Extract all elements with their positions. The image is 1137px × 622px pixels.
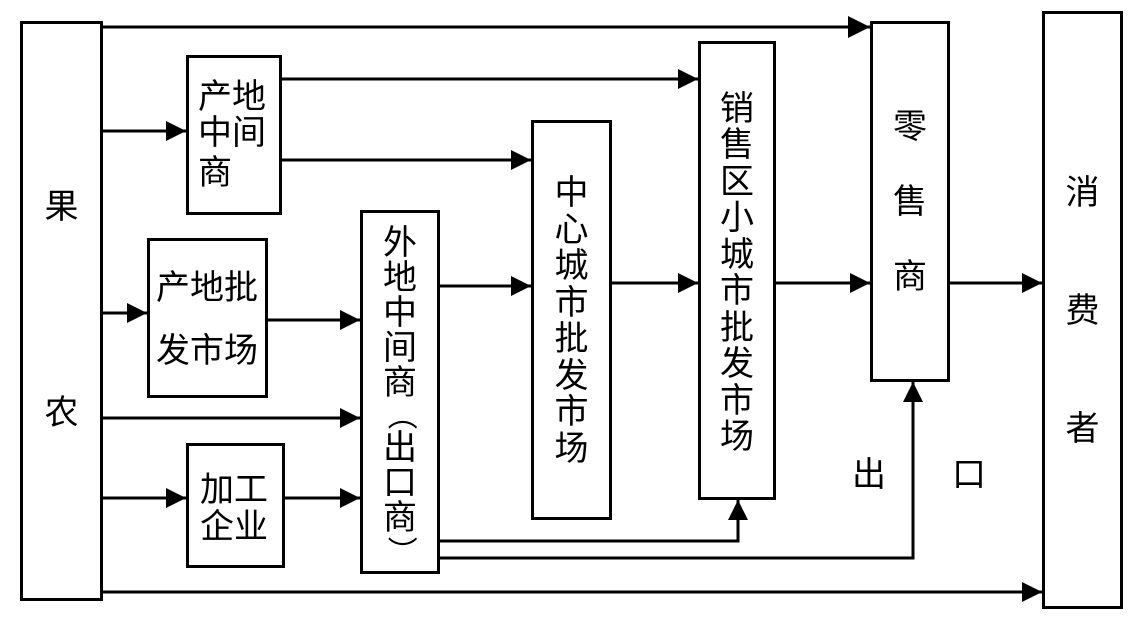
- node-nonlocal-middleman-char-10: ）: [383, 535, 418, 566]
- node-origin-middleman-line3: 商: [198, 153, 232, 193]
- node-consumer: [1042, 11, 1123, 609]
- node-sales-wholesale-char-1: 销: [720, 89, 754, 129]
- node-sales-wholesale-char-3: 区: [720, 161, 754, 202]
- node-nonlocal-middleman: [360, 210, 440, 574]
- node-processing-line2: 企业: [200, 507, 268, 547]
- node-fruit-grower: [20, 21, 103, 601]
- node-origin-middleman-line1: 产地: [198, 77, 266, 117]
- node-nonlocal-middleman-char-7: 出: [383, 428, 417, 469]
- node-retailer: [870, 21, 950, 382]
- node-sales-wholesale-char-6: 市: [720, 271, 754, 312]
- node-sales-wholesale-char-4: 小: [720, 198, 754, 239]
- export-label-1: 出: [852, 455, 886, 495]
- node-nonlocal-middleman-char-4: 间: [383, 327, 417, 368]
- node-consumer-char-3: 者: [1065, 409, 1100, 449]
- node-processing: [186, 443, 285, 568]
- node-sales-wholesale-label: 销售区小城市批发市场: [698, 92, 776, 454]
- node-consumer-char-2: 费: [1065, 291, 1100, 331]
- node-central-wholesale-char-7: 市: [554, 392, 589, 433]
- node-origin-wholesale-line2: 发市场: [156, 331, 258, 371]
- node-origin-wholesale: [147, 238, 268, 398]
- node-fruit-grower-char-2: 农: [44, 393, 79, 433]
- node-origin-middleman: [186, 55, 282, 215]
- node-retailer-char-1: 零: [893, 107, 927, 147]
- node-consumer-char-1: 消: [1065, 173, 1100, 213]
- node-fruit-grower-label: 果 农: [20, 190, 103, 430]
- node-central-wholesale-char-3: 城: [554, 246, 589, 287]
- node-central-wholesale-char-1: 中: [554, 173, 589, 213]
- arrow-nonlocal-sales-bottom: [440, 500, 748, 543]
- node-central-wholesale: [531, 120, 612, 520]
- node-retailer-label: 零售商: [870, 110, 950, 294]
- node-sales-wholesale-char-9: 市: [720, 380, 754, 421]
- node-nonlocal-middleman-char-9: 商: [383, 498, 417, 538]
- node-sales-wholesale: [698, 41, 776, 500]
- node-central-wholesale-char-4: 市: [554, 282, 589, 323]
- node-sales-wholesale-char-10: 场: [720, 416, 754, 457]
- node-retailer-char-3: 商: [893, 257, 927, 297]
- node-central-wholesale-char-6: 发: [554, 355, 589, 396]
- arrow-nonlocal-retailer-export: [440, 382, 923, 560]
- node-central-wholesale-label: 中心城市批发市场: [531, 176, 612, 466]
- node-nonlocal-middleman-char-5: 商: [383, 362, 417, 403]
- node-origin-wholesale-line1: 产地批: [156, 268, 258, 308]
- node-sales-wholesale-char-2: 售: [720, 125, 754, 166]
- node-nonlocal-middleman-char-8: 口: [383, 463, 417, 504]
- node-nonlocal-middleman-char-3: 中: [383, 292, 417, 333]
- node-fruit-grower-char-1: 果: [44, 187, 79, 227]
- export-label-2: 口: [952, 455, 986, 495]
- node-origin-middleman-line2: 中间: [198, 113, 266, 153]
- node-central-wholesale-char-8: 场: [554, 428, 589, 469]
- node-nonlocal-middleman-char-6: （: [383, 400, 418, 431]
- node-consumer-label: 消费者: [1042, 176, 1123, 446]
- node-nonlocal-middleman-label: 外地中间商（出口商）: [360, 226, 440, 566]
- node-processing-line1: 加工: [200, 470, 268, 510]
- node-nonlocal-middleman-char-1: 外: [383, 223, 417, 263]
- node-sales-wholesale-char-5: 城: [720, 234, 754, 275]
- node-retailer-char-2: 售: [893, 182, 927, 222]
- node-nonlocal-middleman-char-2: 地: [383, 257, 417, 298]
- node-sales-wholesale-char-7: 批: [720, 307, 754, 348]
- node-central-wholesale-char-2: 心: [554, 209, 589, 250]
- node-central-wholesale-char-5: 批: [554, 319, 589, 360]
- node-sales-wholesale-char-8: 发: [720, 344, 754, 385]
